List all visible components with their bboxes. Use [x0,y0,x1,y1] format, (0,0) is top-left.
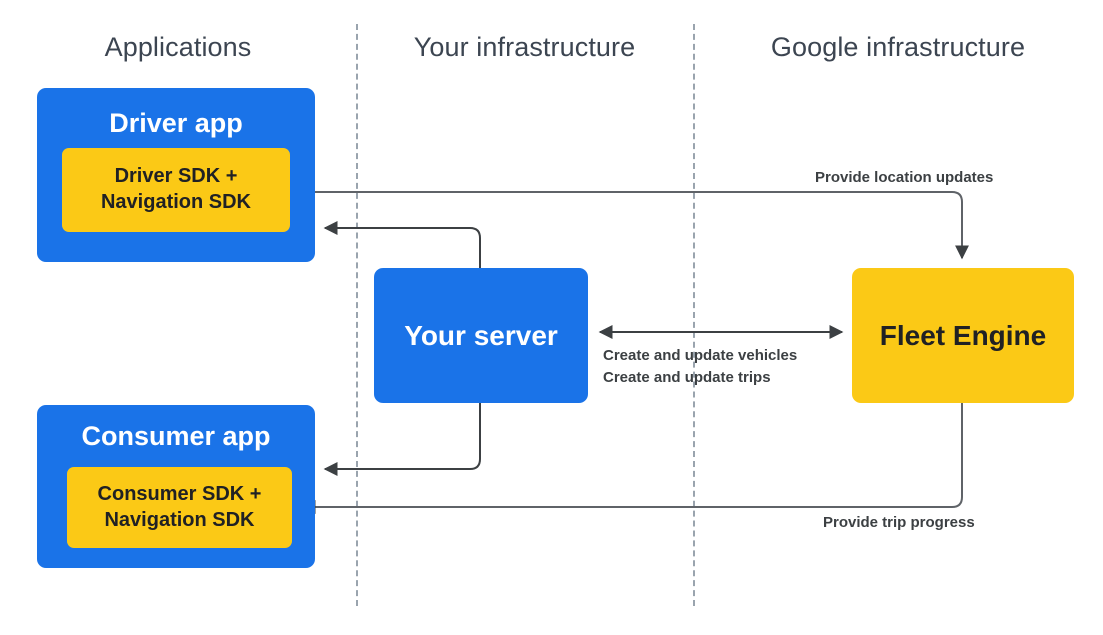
zone-divider-right [693,24,695,606]
driver-sdk-line-2: Navigation SDK [100,191,252,213]
consumer-app-sdk-box[interactable]: Consumer SDK + Navigation SDK [67,467,292,548]
wire-trip-progress [301,403,963,514]
driver-app-sdk-box[interactable]: Driver SDK + Navigation SDK [62,148,290,232]
consumer-sdk-label: Consumer SDK + Navigation SDK [98,482,262,533]
node-fleet-engine[interactable]: Fleet Engine [852,268,1074,403]
zone-header-google-infrastructure: Google infrastructure [770,32,1026,62]
fleet-engine-title: Fleet Engine [879,319,1047,351]
edge-label-create-trips: Create and update trips [603,368,771,386]
zone-divider-left [356,24,358,606]
consumer-sdk-line-2: Navigation SDK [104,508,255,531]
node-your-server[interactable]: Your server [374,268,588,403]
zone-header-your-infrastructure: Your infrastructure [413,32,636,62]
wire-location-updates [291,191,969,260]
driver-app-title: Driver app [109,108,243,138]
your-server-title: Your server [404,319,558,351]
edge-label-trip-progress: Provide trip progress [823,514,975,531]
node-consumer-app[interactable]: Consumer app Consumer SDK + Navigation S… [37,405,315,568]
edge-label-server-fleet-engine: Create and update vehicles Create and up… [603,345,797,389]
driver-sdk-label: Driver SDK + Navigation SDK [101,164,251,215]
consumer-app-title: Consumer app [81,421,271,451]
edge-label-create-vehicles: Create and update vehicles [603,347,798,364]
consumer-sdk-line-1: Consumer SDK + [97,482,262,505]
edge-label-location-updates: Provide location updates [815,169,994,186]
wire-server-to-consumer [323,403,481,476]
wire-server-to-driver [323,221,481,268]
zone-header-applications: Applications [104,32,252,62]
node-driver-app[interactable]: Driver app Driver SDK + Navigation SDK [37,88,315,262]
driver-sdk-line-1: Driver SDK + [114,165,238,188]
